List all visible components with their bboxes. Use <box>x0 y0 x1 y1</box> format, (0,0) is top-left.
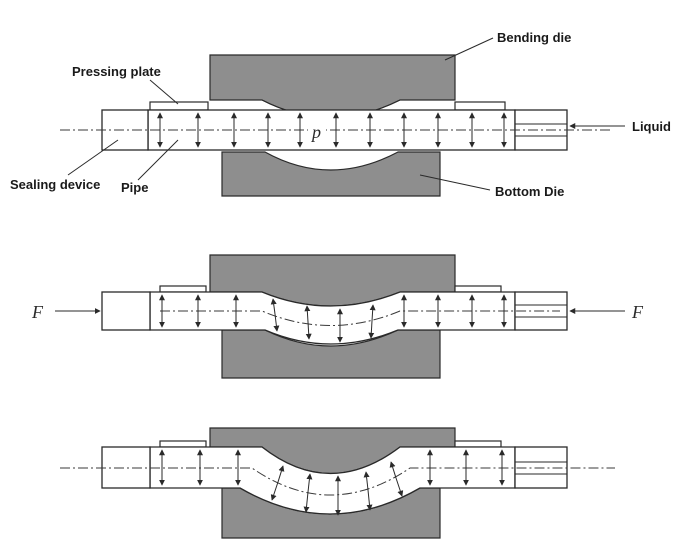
pressing-plate-right <box>454 101 506 111</box>
force-symbol-left: F <box>31 302 44 322</box>
pressing-plate-left <box>149 101 209 111</box>
label-bottom-die: Bottom Die <box>495 184 564 199</box>
bottom-die <box>221 151 441 197</box>
label-sealing-device: Sealing device <box>10 177 100 192</box>
label-liquid: Liquid <box>632 119 671 134</box>
label-bending-die: Bending die <box>497 30 571 45</box>
pressure-arrows <box>159 294 507 343</box>
bending-die <box>209 54 456 118</box>
stage-3 <box>60 427 615 539</box>
label-pipe: Pipe <box>121 180 148 195</box>
pipe <box>149 446 516 515</box>
pressure-arrows <box>159 449 505 516</box>
pressure-symbol: p <box>310 122 321 142</box>
force-symbol-right: F <box>631 302 644 322</box>
label-pressing-plate: Pressing plate <box>72 64 161 79</box>
stage-2: F F <box>31 254 644 379</box>
stage-1: p Bending die Pressing plate Liquid Seal… <box>10 30 671 199</box>
sealing-device-left <box>101 291 151 331</box>
pressure-arrows <box>157 112 507 148</box>
